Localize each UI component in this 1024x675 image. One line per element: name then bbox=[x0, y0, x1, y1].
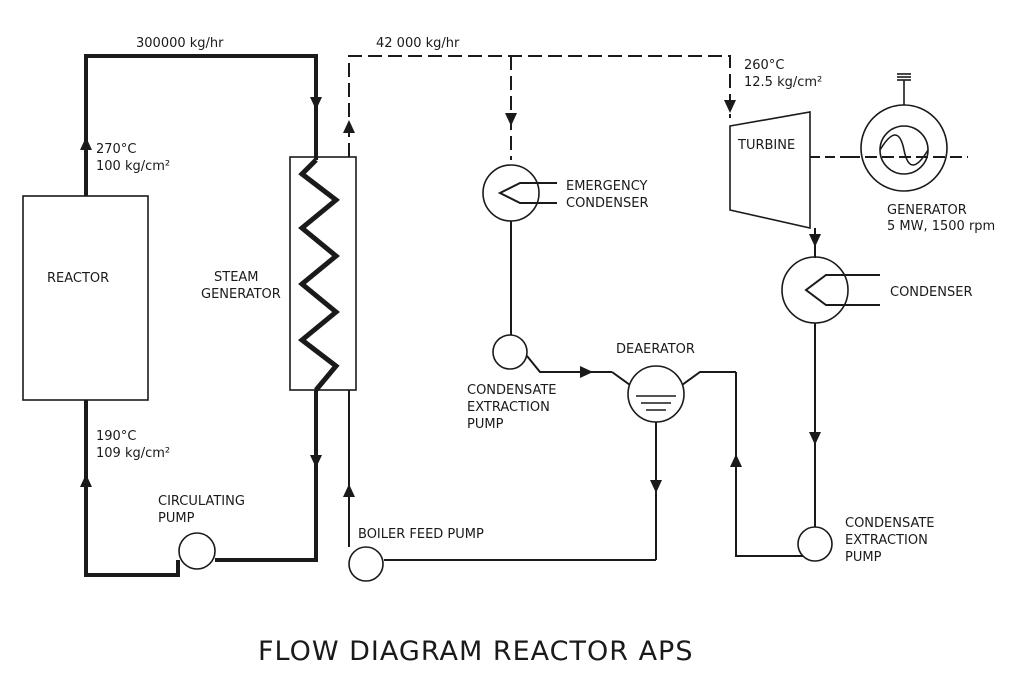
hot-pressure-label: 100 kg/cm² bbox=[96, 159, 170, 174]
arrow-down-turbine bbox=[724, 100, 736, 113]
condenser-label: CONDENSER bbox=[890, 285, 972, 300]
steam-generator-coil bbox=[297, 158, 341, 392]
arrow-up-condensate bbox=[730, 454, 742, 467]
condensate-pump-left-label-3: PUMP bbox=[467, 417, 504, 432]
cold-temp-label: 190°C bbox=[96, 429, 136, 444]
generator-sine-icon bbox=[879, 134, 929, 166]
secondary-flow-label: 42 000 kg/hr bbox=[376, 36, 460, 51]
primary-flow-label: 300000 kg/hr bbox=[136, 36, 224, 51]
turbine-temp-label: 260°C bbox=[744, 58, 784, 73]
deaerator-label: DEAERATOR bbox=[616, 342, 695, 357]
boiler-feed-pump-icon bbox=[348, 546, 384, 582]
condensate-pump-right-label-2: EXTRACTION bbox=[845, 533, 928, 548]
emergency-condenser-label-1: EMERGENCY bbox=[566, 179, 648, 194]
generator-label-2: 5 MW, 1500 rpm bbox=[887, 219, 995, 234]
primary-hot-leg bbox=[84, 54, 318, 196]
circulating-pump-label-2: PUMP bbox=[158, 511, 195, 526]
arrow-down-sg-out bbox=[310, 455, 322, 468]
circulating-pump-icon bbox=[178, 532, 216, 570]
hot-temp-label: 270°C bbox=[96, 142, 136, 157]
arrow-down-emergency bbox=[505, 113, 517, 126]
condensate-return-line bbox=[735, 372, 803, 557]
reactor-vessel bbox=[22, 195, 149, 401]
condenser-icon bbox=[781, 256, 849, 324]
reactor-label: REACTOR bbox=[47, 271, 109, 286]
emergency-condenser-label-2: CONDENSER bbox=[566, 196, 648, 211]
circulating-pump-label-1: CIRCULATING bbox=[158, 494, 245, 509]
primary-loop bbox=[80, 54, 322, 577]
primary-cold-leg bbox=[215, 390, 318, 562]
arrow-down-exhaust bbox=[809, 234, 821, 247]
arrow-up-hot bbox=[80, 137, 92, 150]
steam-generator-label-2: GENERATOR bbox=[201, 287, 281, 302]
diagram-title: FLOW DIAGRAM REACTOR APS bbox=[258, 636, 693, 667]
condensate-pump-right-label-3: PUMP bbox=[845, 550, 882, 565]
deaerator-inlet-left bbox=[611, 371, 631, 386]
arrow-up-cold bbox=[80, 474, 92, 487]
boiler-feed-pump-label: BOILER FEED PUMP bbox=[358, 527, 484, 542]
arrow-down-condenser bbox=[809, 432, 821, 445]
emergency-condenser-coil bbox=[497, 182, 540, 204]
arrow-right-deaerator bbox=[580, 366, 593, 378]
condensate-pump-right-icon bbox=[797, 526, 833, 562]
condensate-pump-left-label-2: EXTRACTION bbox=[467, 400, 550, 415]
primary-return-leg bbox=[84, 400, 180, 577]
generator-label-1: GENERATOR bbox=[887, 203, 967, 218]
turbine-label: TURBINE bbox=[737, 138, 795, 153]
steam-generator-label-1: STEAM bbox=[214, 270, 259, 285]
deaerator-inlet-right bbox=[681, 371, 736, 386]
cold-pressure-label: 109 kg/cm² bbox=[96, 446, 170, 461]
arrow-down-deaerator bbox=[650, 480, 662, 493]
steam-generator-shell bbox=[289, 156, 357, 391]
condensate-pump-right-label-1: CONDENSATE bbox=[845, 516, 935, 531]
condenser-coil bbox=[804, 274, 849, 306]
turbine-icon bbox=[729, 111, 811, 229]
steam-main-dashed bbox=[348, 55, 731, 157]
arrow-down-sg-in bbox=[310, 97, 322, 110]
condensate-pump-left-label-1: CONDENSATE bbox=[467, 383, 557, 398]
condensate-to-deaerator bbox=[526, 355, 612, 373]
steam-line bbox=[343, 55, 736, 160]
arrow-up-feedwater bbox=[343, 484, 355, 497]
condensate-pump-left-icon bbox=[492, 334, 528, 370]
arrow-up-steam bbox=[343, 120, 355, 133]
emergency-condenser-icon bbox=[482, 164, 540, 222]
turbine-pressure-label: 12.5 kg/cm² bbox=[744, 75, 822, 90]
deaerator-icon bbox=[627, 365, 685, 423]
